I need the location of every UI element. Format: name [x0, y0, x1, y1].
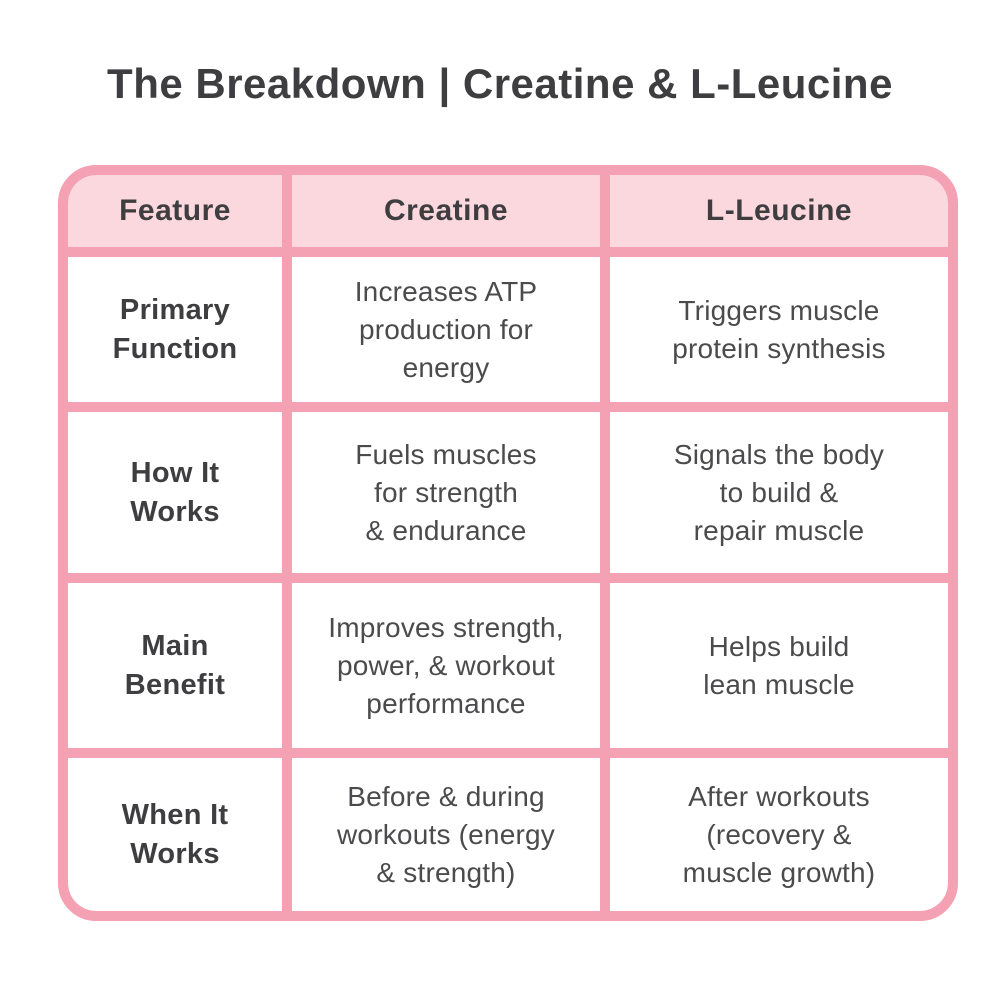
l-leucine-value-when-it-works: After workouts (recovery & muscle growth… [610, 758, 948, 911]
page-title: The Breakdown | Creatine & L-Leucine [107, 60, 893, 107]
header-cell-feature: Feature [68, 175, 282, 247]
creatine-value-when-it-works: Before & during workouts (energy & stren… [292, 758, 600, 911]
feature-label-when-it-works: When It Works [68, 758, 282, 911]
l-leucine-value-main-benefit: Helps build lean muscle [610, 583, 948, 748]
creatine-value-primary-function: Increases ATP production for energy [292, 257, 600, 402]
creatine-value-how-it-works: Fuels muscles for strength & endurance [292, 412, 600, 573]
header-cell-l-leucine: L-Leucine [610, 175, 948, 247]
l-leucine-value-how-it-works: Signals the body to build & repair muscl… [610, 412, 948, 573]
creatine-value-main-benefit: Improves strength, power, & workout perf… [292, 583, 600, 748]
header-cell-creatine: Creatine [292, 175, 600, 247]
l-leucine-value-primary-function: Triggers muscle protein synthesis [610, 257, 948, 402]
feature-label-primary-function: Primary Function [68, 257, 282, 402]
feature-label-how-it-works: How It Works [68, 412, 282, 573]
comparison-table: Feature Creatine L-Leucine Primary Funct… [58, 165, 958, 921]
feature-label-main-benefit: Main Benefit [68, 583, 282, 748]
